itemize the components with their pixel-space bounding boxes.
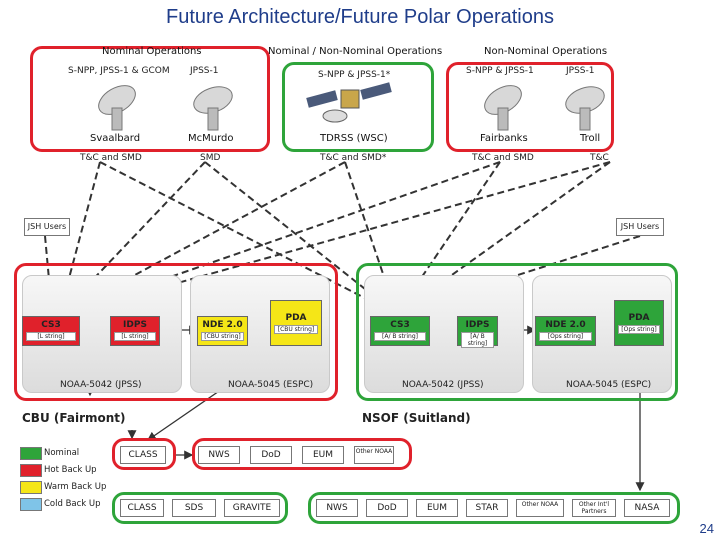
row2-nws[interactable]: NWS <box>316 499 358 517</box>
nsof-cs3-node[interactable]: CS3[A/ B string] <box>370 316 430 346</box>
row1-other-noaa[interactable]: Other NOAA <box>354 446 394 464</box>
link-label: T&C and SMD <box>472 153 534 163</box>
sat-label-mcmurdo: JPSS-1 <box>190 66 219 76</box>
station-troll: Troll <box>580 133 601 144</box>
row1-dod[interactable]: DoD <box>250 446 292 464</box>
satellite-dish-icon <box>484 85 522 131</box>
page-title: Future Architecture/Future Polar Operati… <box>166 6 554 28</box>
cbu-idps-node[interactable]: IDPS[L string] <box>110 316 160 346</box>
link-label: T&C and SMD <box>80 153 142 163</box>
cbu-noaa-5042-label: NOAA-5042 (JPSS) <box>60 380 142 390</box>
row2-nasa[interactable]: NASA <box>624 499 670 517</box>
row1-class-group <box>112 438 176 470</box>
row2-right-group <box>308 492 680 524</box>
sat-label-fairbanks: S-NPP & JPSS-1 <box>466 66 534 76</box>
satellite-dish-icon <box>193 86 233 131</box>
non-nominal-operations-header: Non-Nominal Operations <box>484 46 608 57</box>
row2-class[interactable]: CLASS <box>120 499 164 517</box>
link-label: T&C and SMD* <box>320 153 387 163</box>
tdrss-satellite-icon <box>306 82 392 123</box>
row1-users-group <box>192 438 412 470</box>
legend-swatch-cold <box>20 498 42 511</box>
nsof-pda-node[interactable]: PDA[Ops string] <box>614 300 664 346</box>
station-mcmurdo: McMurdo <box>188 133 234 144</box>
cbu-cs3-node[interactable]: CS3[L string] <box>22 316 80 346</box>
nsof-name: NSOF (Suitland) <box>362 411 471 425</box>
cbu-noaa-5045-label: NOAA-5045 (ESPC) <box>228 380 314 390</box>
row2-left-group <box>112 492 288 524</box>
row2-other-partners[interactable]: Other Int'l Partners <box>572 499 616 517</box>
sat-label-tdrss: S-NPP & JPSS-1* <box>318 70 391 80</box>
legend-label-cold: Cold Back Up <box>44 499 101 509</box>
legend-swatch-nominal <box>20 447 42 460</box>
nsof-noaa-5042-label: NOAA-5042 (JPSS) <box>402 380 484 390</box>
legend-label-hot: Hot Back Up <box>44 465 97 475</box>
legend-label-warm: Warm Back Up <box>44 482 107 492</box>
nominal-non-nominal-group <box>282 62 434 152</box>
row2-star[interactable]: STAR <box>466 499 508 517</box>
nominal-operations-group <box>30 46 270 152</box>
row1-class[interactable]: CLASS <box>120 446 166 464</box>
row1-eum[interactable]: EUM <box>302 446 344 464</box>
row2-other-noaa[interactable]: Other NOAA <box>516 499 564 517</box>
cbu-facility <box>14 263 338 401</box>
sat-label-svalbard: S-NPP, JPSS-1 & GCOM <box>68 66 170 76</box>
station-svalbard: Svaalbard <box>90 133 141 144</box>
page-number: 24 <box>699 521 714 536</box>
station-fairbanks: Fairbanks <box>480 133 528 144</box>
cbu-nde-node[interactable]: NDE 2.0[CBU string] <box>197 316 248 346</box>
jsh-users-right: JSH Users <box>616 218 664 236</box>
nsof-nde-node[interactable]: NDE 2.0[Ops string] <box>535 316 596 346</box>
row2-eum[interactable]: EUM <box>416 499 458 517</box>
legend-swatch-warm <box>20 481 42 494</box>
row2-dod[interactable]: DoD <box>366 499 408 517</box>
cbu-name: CBU (Fairmont) <box>22 411 126 425</box>
jsh-users-left: JSH Users <box>24 218 70 236</box>
nominal-operations-header: Nominal Operations <box>102 46 202 57</box>
sat-label-troll: JPSS-1 <box>566 66 595 76</box>
cbu-pda-node[interactable]: PDA[CBU string] <box>270 300 322 346</box>
legend-swatch-hot <box>20 464 42 477</box>
row2-gravite[interactable]: GRAVITE <box>224 499 280 517</box>
link-label: T&C <box>590 153 609 163</box>
row2-sds[interactable]: SDS <box>172 499 216 517</box>
legend-label-nominal: Nominal <box>44 448 80 458</box>
station-tdrss: TDRSS (WSC) <box>320 133 388 144</box>
nominal-non-nominal-header: Nominal / Non-Nominal Operations <box>268 46 443 57</box>
nsof-idps-node[interactable]: IDPS[A/ B string] <box>457 316 498 348</box>
link-label: SMD <box>200 153 221 163</box>
satellite-dish-icon <box>98 85 136 131</box>
nsof-noaa-5045-label: NOAA-5045 (ESPC) <box>566 380 652 390</box>
row1-nws[interactable]: NWS <box>198 446 240 464</box>
satellite-dish-icon <box>565 86 605 131</box>
non-nominal-operations-group <box>446 62 614 152</box>
nsof-facility <box>356 263 678 401</box>
